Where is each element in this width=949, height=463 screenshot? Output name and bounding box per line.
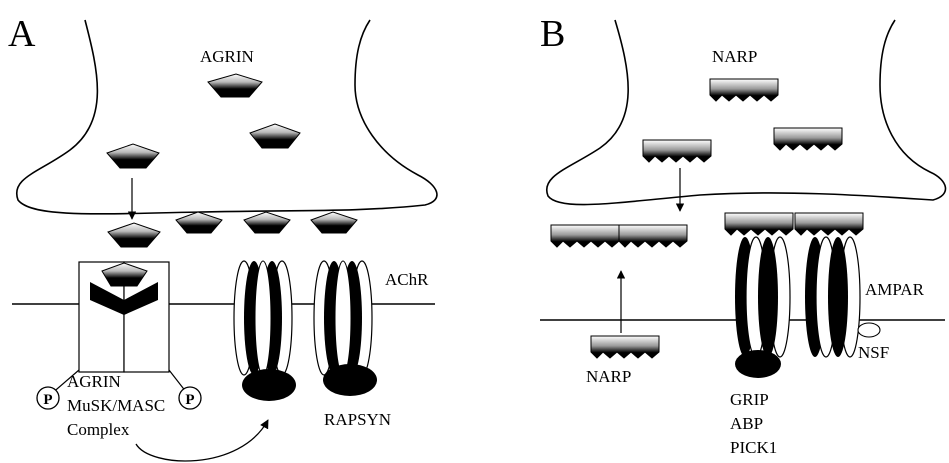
narp-molecule [643, 140, 711, 162]
rapsyn-label: RAPSYN [324, 410, 391, 429]
achr-channel [234, 261, 292, 375]
narp-molecule [725, 213, 793, 235]
nsf-blob [858, 323, 880, 337]
grip-line-2: ABP [730, 414, 763, 433]
agrin-molecule [311, 212, 357, 233]
panel-b: B NARP AMPAR [540, 13, 945, 457]
panel-a-letter: A [8, 13, 36, 55]
narp-molecule [619, 225, 687, 247]
panel-b-letter: B [540, 13, 565, 55]
agrin-molecule [250, 124, 300, 148]
complex-line-1: AGRIN [67, 372, 121, 391]
narp-bottom-label: NARP [586, 367, 631, 386]
agrin-molecule [107, 144, 159, 168]
complex-line-3: Complex [67, 420, 130, 439]
grip-blob [735, 350, 781, 378]
agrin-molecule [108, 223, 160, 247]
agrin-top-label: AGRIN [200, 47, 254, 66]
curved-arrow [136, 420, 268, 461]
ampar-channel [805, 237, 860, 357]
complex-line-2: MuSK/MASC [67, 396, 165, 415]
nsf-label: NSF [858, 343, 889, 362]
narp-molecule [551, 225, 619, 247]
grip-line-3: PICK1 [730, 438, 777, 457]
grip-line-1: GRIP [730, 390, 769, 409]
narp-molecule [774, 128, 842, 150]
rapsyn-blob [242, 369, 296, 401]
phospho-label-left: P [43, 392, 52, 408]
achr-channel [314, 261, 372, 375]
rapsyn-blob [323, 364, 377, 396]
phospho-label-right: P [185, 392, 194, 408]
panel-a: A AGRIN P P AGRIN MuSK/MASC [8, 13, 437, 461]
ampar-label: AMPAR [865, 280, 925, 299]
musk-receptor-complex [79, 262, 169, 372]
narp-top-label: NARP [712, 47, 757, 66]
agrin-molecule [208, 74, 262, 97]
agrin-molecule [244, 212, 290, 233]
achr-label: AChR [385, 270, 429, 289]
narp-molecule [795, 213, 863, 235]
ampar-channel [735, 237, 790, 357]
agrin-molecule [176, 212, 222, 233]
narp-molecule [591, 336, 659, 358]
narp-molecule [710, 79, 778, 101]
